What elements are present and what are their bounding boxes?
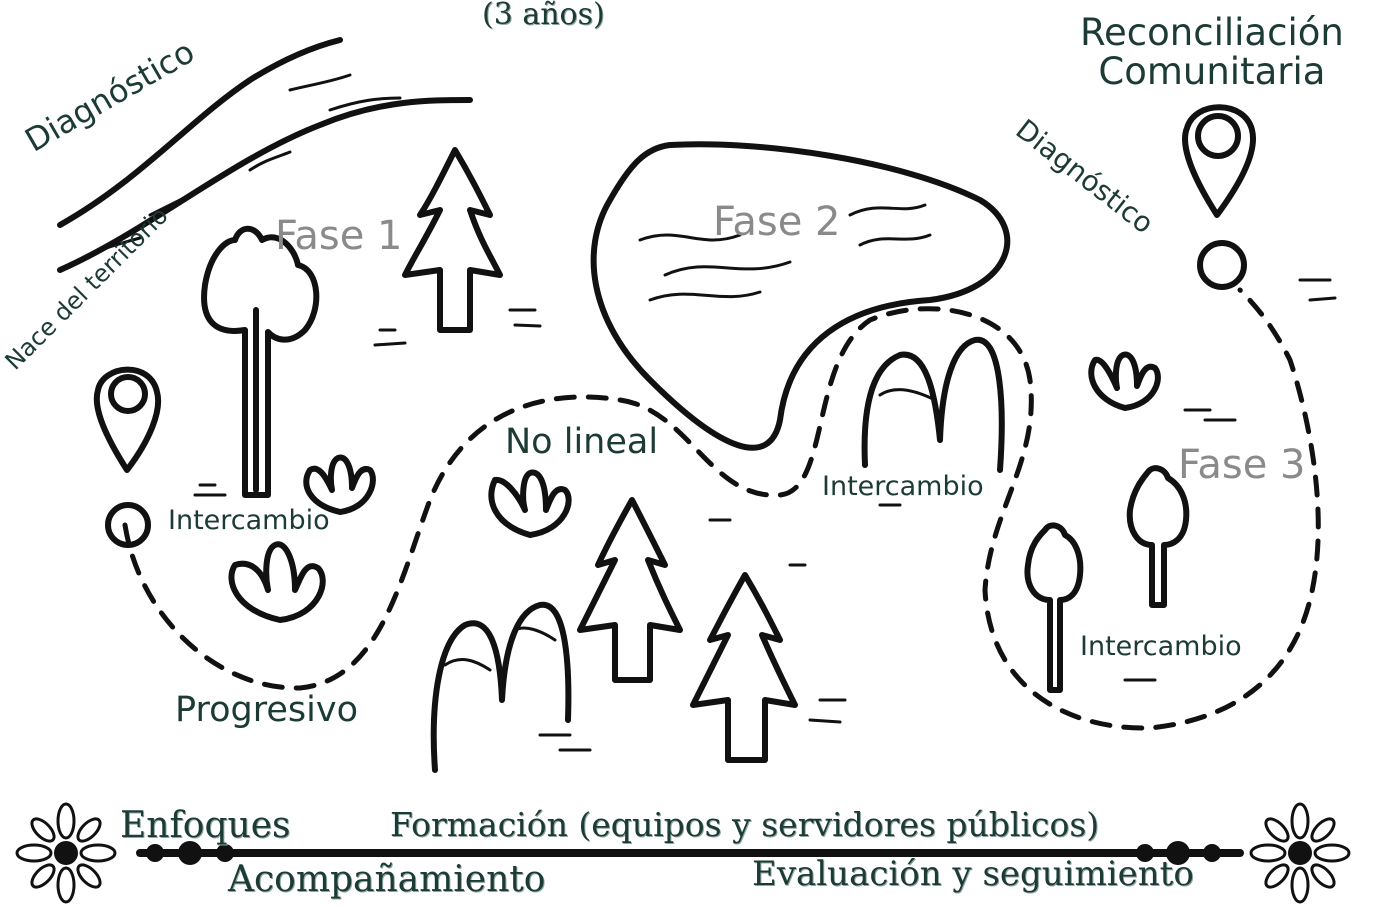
tree-icon — [1024, 522, 1084, 693]
hill-icon — [861, 336, 1005, 473]
progresivo-label: Progresivo — [175, 690, 358, 730]
duration-label: (3 años) — [482, 0, 605, 32]
pine-tree-icon — [690, 572, 798, 763]
enfoques-label: Enfoques — [120, 805, 291, 846]
timeline — [136, 841, 1244, 865]
acompanamiento-label: Acompañamiento — [228, 859, 546, 900]
intercambio-label-2: Intercambio — [822, 471, 984, 502]
dashed-route — [122, 287, 1321, 731]
phase-3-label: Fase 3 — [1178, 442, 1306, 488]
formacion-label: Formación (equipos y servidores públicos… — [390, 805, 1100, 844]
river-icon — [57, 37, 473, 273]
grass-strokes — [193, 278, 1337, 752]
bush-icon — [488, 469, 572, 538]
goal-title: Reconciliación Comunitaria — [1080, 11, 1344, 93]
intercambio-label-1: Intercambio — [168, 505, 330, 536]
phase-1-label: Fase 1 — [275, 213, 403, 259]
no-lineal-label: No lineal — [505, 422, 659, 462]
intercambio-label-3: Intercambio — [1080, 631, 1242, 662]
tree-icon — [1126, 465, 1190, 608]
tree-icon — [201, 225, 320, 498]
lake-icon — [590, 141, 1011, 451]
flower-icon — [1249, 802, 1351, 904]
location-pin-icon — [1182, 104, 1256, 290]
location-pin-icon — [93, 366, 162, 548]
pine-tree-icon — [402, 147, 503, 333]
phase-2-label: Fase 2 — [713, 199, 841, 245]
flower-icon — [15, 802, 117, 904]
evaluacion-label: Evaluación y seguimiento — [752, 854, 1194, 894]
bush-icon — [228, 541, 326, 623]
hill-icon — [430, 601, 572, 773]
bush-icon — [1088, 351, 1161, 411]
bush-icon — [303, 454, 376, 515]
pine-tree-icon — [577, 497, 683, 683]
